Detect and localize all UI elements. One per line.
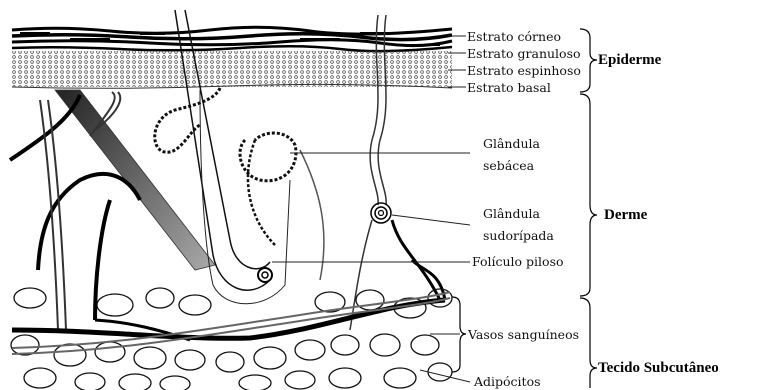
- region-tecido-subcutaneo: Tecido Subcutâneo: [598, 360, 719, 376]
- region-epiderme: Epiderme: [598, 52, 662, 68]
- label-estrato-espinhoso: Estrato espinhoso: [467, 63, 581, 78]
- label-estrato-corneo: Estrato córneo: [467, 29, 561, 44]
- label-glandula-sebacea-2: sebácea: [483, 158, 535, 173]
- label-vasos-sanguineos: Vasos sanguíneos: [467, 327, 579, 342]
- stratum-corneum-band: [12, 27, 452, 51]
- label-foliculo-piloso: Folículo piloso: [472, 254, 564, 269]
- label-glandula-sudoripara-2: sudorípada: [483, 228, 554, 243]
- label-glandula-sudoripara-1: Glândula: [483, 206, 541, 221]
- labels: Estrato córneo Estrato granuloso Estrato…: [467, 29, 719, 389]
- label-adipocitos: Adipócitos: [473, 374, 541, 389]
- label-estrato-basal: Estrato basal: [467, 80, 551, 95]
- region-derme: Derme: [604, 207, 648, 223]
- label-glandula-sebacea-1: Glândula: [483, 136, 541, 151]
- label-estrato-granuloso: Estrato granuloso: [467, 46, 581, 61]
